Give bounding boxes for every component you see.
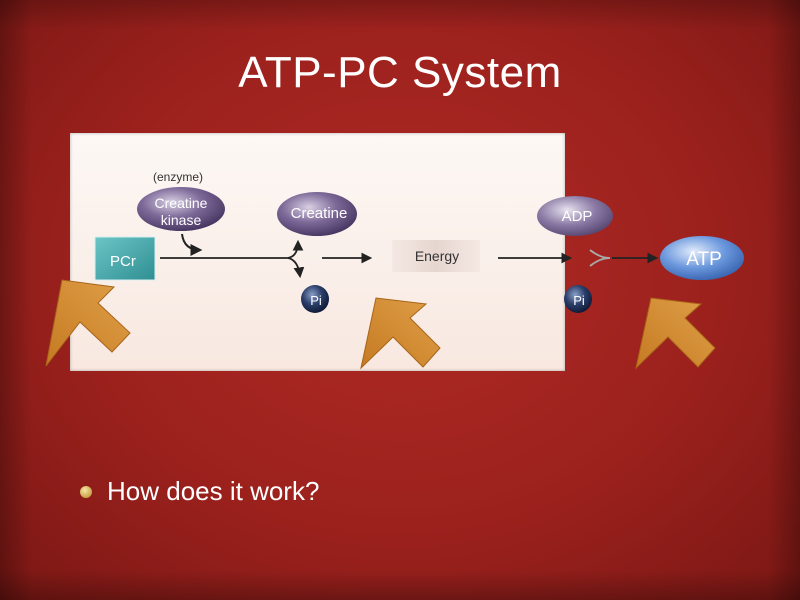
pointer-arrow-3 (635, 297, 716, 370)
kinase-curved-arrow (181, 233, 203, 256)
pointer-arrow-1 (45, 279, 131, 367)
bullet-dot (80, 486, 92, 498)
adp-node: ADP (537, 196, 613, 236)
adp-merge-curve (589, 249, 611, 259)
pi-node-1: Pi (301, 285, 329, 313)
creatine-kinase-label-line2: kinase (161, 212, 202, 228)
split-to-pi (287, 257, 305, 279)
creatine-node: Creatine (277, 192, 357, 236)
adp-label: ADP (562, 208, 593, 225)
energy-node: Energy (392, 240, 480, 272)
pi-label-2: Pi (573, 293, 585, 308)
slide-title: ATP-PC System (238, 48, 562, 97)
energy-label: Energy (415, 248, 459, 264)
pcr-label: PCr (110, 253, 136, 270)
atp-node: ATP (660, 236, 744, 280)
atp-label: ATP (686, 249, 722, 270)
pi-merge-curve (589, 257, 611, 267)
creatine-label: Creatine (291, 205, 348, 222)
bullet-text: How does it work? (107, 476, 320, 506)
split-to-creatine (287, 239, 304, 259)
creatine-kinase-node: Creatine kinase (137, 187, 225, 231)
pointer-arrow-2 (360, 297, 441, 370)
pi-node-2: Pi (564, 285, 592, 313)
pi-label-1: Pi (310, 293, 322, 308)
enzyme-note: (enzyme) (153, 170, 203, 184)
creatine-kinase-label-line1: Creatine (155, 195, 208, 211)
pcr-node: PCr (94, 236, 156, 281)
